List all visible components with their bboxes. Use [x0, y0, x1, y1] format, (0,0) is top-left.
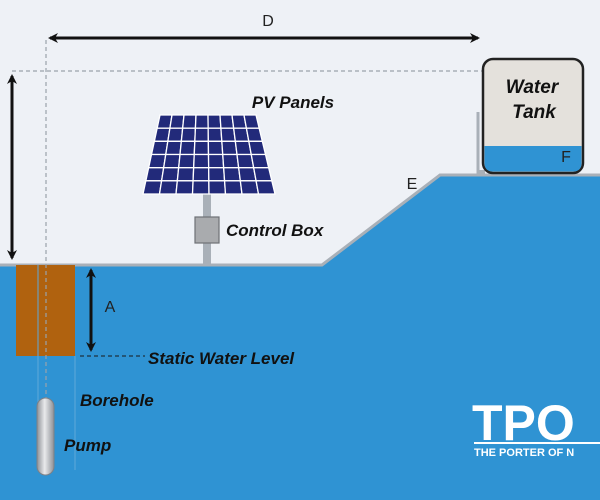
pv-cell	[194, 114, 209, 129]
tank-stand	[478, 170, 485, 174]
pv-cell	[145, 167, 165, 182]
label-static-water-level: Static Water Level	[148, 349, 295, 368]
pv-cell	[177, 153, 195, 169]
pv-cell	[175, 180, 194, 195]
label-d: D	[262, 13, 274, 30]
ground	[0, 175, 600, 500]
pv-cell	[194, 127, 209, 142]
water-tank	[481, 57, 585, 175]
pump-body	[36, 397, 55, 476]
pv-cell	[245, 127, 264, 142]
pv-cell	[222, 167, 242, 182]
pv-cell	[207, 127, 223, 142]
label-f: F	[561, 149, 571, 166]
label-tank: Tank	[512, 102, 557, 123]
label-a: A	[105, 299, 116, 316]
label-control-box: Control Box	[226, 221, 325, 240]
label-pump: Pump	[64, 436, 111, 455]
tank-water	[484, 146, 582, 172]
pv-panel-array	[142, 114, 276, 195]
pv-cell	[147, 153, 167, 169]
pv-cell	[208, 167, 226, 182]
pv-cell	[193, 140, 210, 156]
pv-cell	[208, 180, 227, 195]
pv-cell	[243, 114, 260, 129]
pv-cell	[160, 167, 180, 182]
pv-cell	[252, 167, 273, 182]
ground-surface-line	[0, 173, 600, 267]
pv-cell	[167, 127, 184, 142]
label-pv-panels: PV Panels	[252, 93, 334, 112]
logo-divider	[474, 442, 600, 444]
pv-cell	[180, 127, 197, 142]
pv-cell	[220, 127, 237, 142]
pv-cell	[158, 180, 179, 195]
logo-mark: TPO	[472, 395, 575, 451]
pv-cell	[169, 114, 185, 129]
logo-tagline: THE PORTER OF N	[474, 447, 574, 459]
pv-cell	[223, 180, 243, 195]
pv-cell	[142, 180, 163, 195]
pv-cell	[191, 180, 210, 195]
pv-cell	[192, 153, 210, 169]
pv-cell	[181, 114, 197, 129]
pv-cell	[248, 140, 267, 156]
pv-cell	[162, 153, 181, 169]
label-water: Water	[506, 77, 560, 98]
pv-cell	[222, 153, 240, 169]
pv-cell	[250, 153, 270, 169]
control-box	[194, 216, 220, 244]
pv-cell	[164, 140, 183, 156]
pv-cell	[221, 140, 238, 156]
label-e: E	[407, 176, 418, 193]
pv-cell	[207, 114, 222, 129]
pv-cell	[176, 167, 195, 182]
pv-cell	[207, 140, 224, 156]
pv-cell	[179, 140, 196, 156]
pv-cell	[207, 153, 225, 169]
pv-cell	[239, 180, 260, 195]
pv-cell	[150, 140, 169, 156]
pv-cell	[255, 180, 276, 195]
pv-cell	[192, 167, 210, 182]
label-borehole: Borehole	[80, 391, 154, 410]
